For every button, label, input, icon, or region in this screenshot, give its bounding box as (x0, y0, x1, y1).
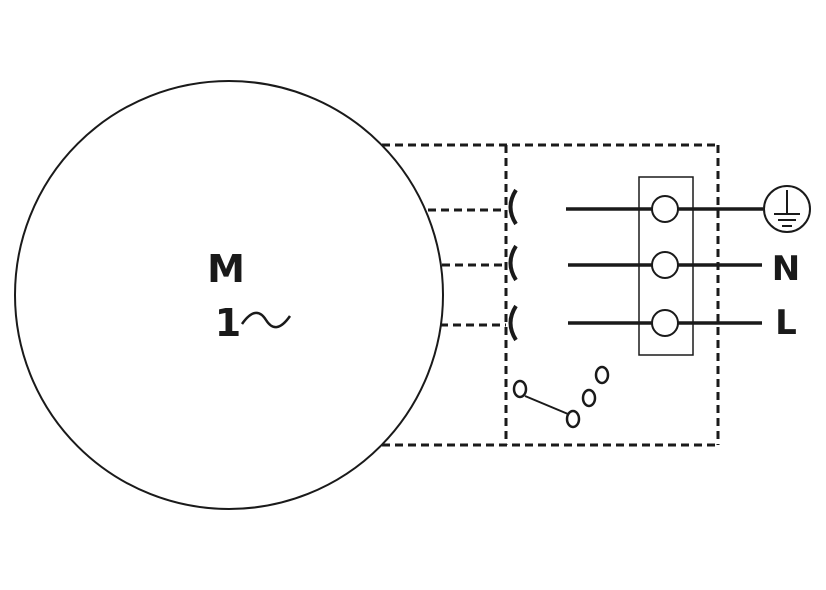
neutral-label: N (772, 249, 800, 289)
motor-circle (14, 80, 444, 510)
motor-phase-label: 1 (215, 301, 241, 345)
switch-contact-3 (594, 365, 610, 385)
line-label: L (775, 303, 797, 343)
switch-contact-2 (581, 388, 597, 408)
motor-label: M (207, 247, 245, 291)
connector-2 (508, 244, 518, 282)
motor-leads (428, 208, 506, 327)
connector-3 (508, 304, 518, 342)
switch-contact-1 (565, 409, 581, 429)
speed-switch-icon (512, 365, 610, 429)
connector-1 (508, 188, 518, 226)
connectors (508, 188, 518, 342)
terminal-line (651, 309, 679, 337)
ground-symbol-icon (763, 185, 811, 233)
motor: M 1 (14, 80, 444, 510)
switch-contact-common (512, 379, 528, 399)
alternating-current-icon (240, 311, 292, 329)
terminal-strip (566, 176, 763, 356)
switch-lever (524, 395, 569, 415)
terminal-neutral (651, 251, 679, 279)
terminal-box (382, 143, 720, 447)
terminal-earth (651, 195, 679, 223)
